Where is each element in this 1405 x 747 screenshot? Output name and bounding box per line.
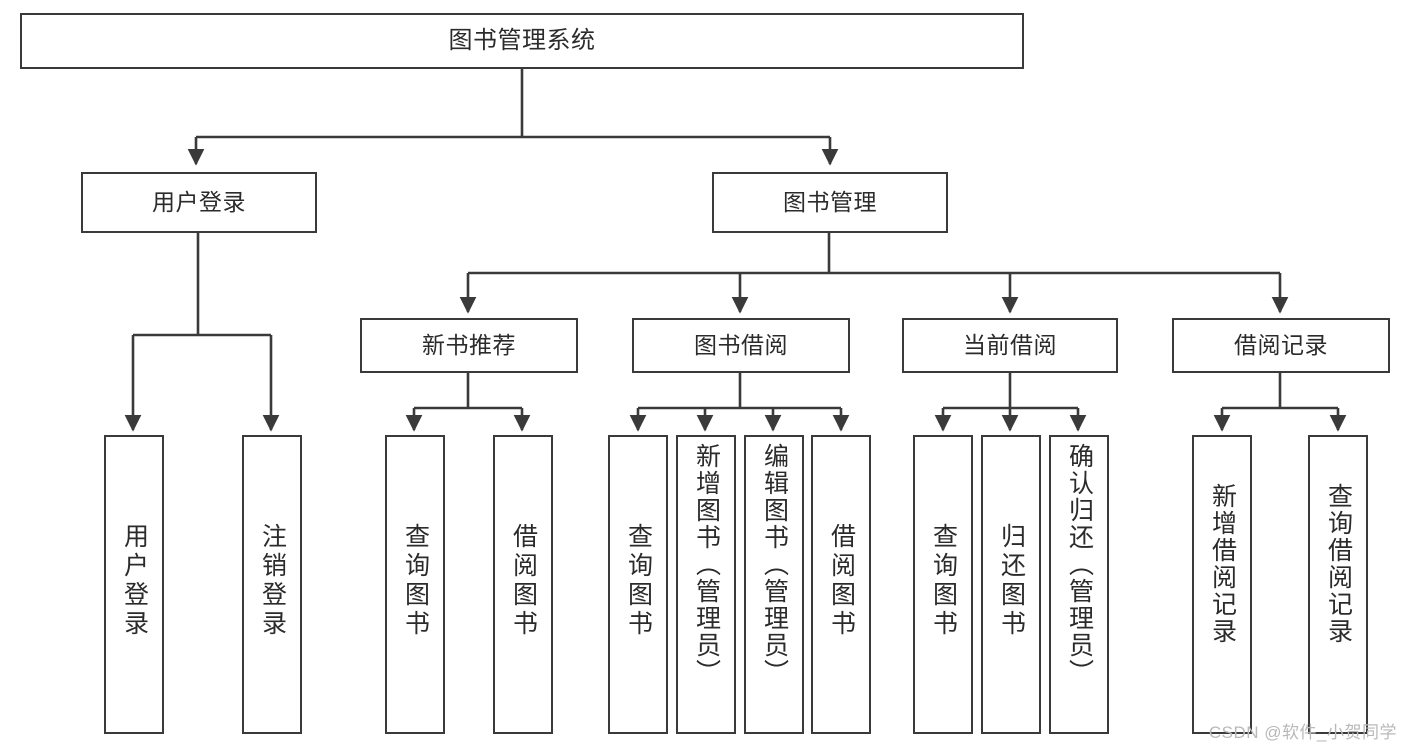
node-leaf-user-logout-label: 注销登录 bbox=[258, 523, 287, 639]
node-current-borrow-label: 当前借阅 bbox=[963, 331, 1057, 358]
node-leaf-query-book-3-label: 查询图书 bbox=[929, 523, 958, 639]
node-leaf-return-book[interactable]: 归还图书 bbox=[981, 435, 1041, 734]
node-leaf-borrow-book-1-label: 借阅图书 bbox=[509, 523, 538, 639]
node-current-borrow[interactable]: 当前借阅 bbox=[902, 318, 1118, 373]
node-leaf-add-book-label: 新增图书（管理员） bbox=[692, 443, 721, 686]
node-root[interactable]: 图书管理系统 bbox=[20, 13, 1024, 69]
node-leaf-borrow-book-2[interactable]: 借阅图书 bbox=[811, 435, 871, 734]
node-leaf-add-record-label: 新增借阅记录 bbox=[1208, 483, 1237, 645]
node-book-management[interactable]: 图书管理 bbox=[712, 172, 948, 233]
node-leaf-query-record[interactable]: 查询借阅记录 bbox=[1308, 435, 1368, 734]
node-new-book-recommend-label: 新书推荐 bbox=[422, 331, 516, 358]
node-leaf-edit-book-label: 编辑图书（管理员） bbox=[760, 443, 789, 686]
node-leaf-query-book-3[interactable]: 查询图书 bbox=[913, 435, 973, 734]
node-leaf-add-book[interactable]: 新增图书（管理员） bbox=[676, 435, 736, 734]
watermark-text: CSDN @软件_小贺同学 bbox=[1208, 723, 1397, 742]
node-book-management-label: 图书管理 bbox=[783, 188, 877, 215]
node-leaf-edit-book[interactable]: 编辑图书（管理员） bbox=[744, 435, 804, 734]
node-leaf-query-book-2[interactable]: 查询图书 bbox=[608, 435, 668, 734]
node-leaf-query-book-1[interactable]: 查询图书 bbox=[385, 435, 445, 734]
node-leaf-user-login[interactable]: 用户登录 bbox=[104, 435, 164, 734]
node-leaf-query-record-label: 查询借阅记录 bbox=[1324, 483, 1353, 645]
node-leaf-borrow-book-1[interactable]: 借阅图书 bbox=[493, 435, 553, 734]
node-new-book-recommend[interactable]: 新书推荐 bbox=[360, 318, 578, 373]
node-root-label: 图书管理系统 bbox=[448, 26, 596, 54]
node-leaf-query-book-1-label: 查询图书 bbox=[401, 523, 430, 639]
node-leaf-user-logout[interactable]: 注销登录 bbox=[242, 435, 302, 734]
node-user-login[interactable]: 用户登录 bbox=[81, 172, 317, 233]
node-leaf-return-book-label: 归还图书 bbox=[997, 523, 1026, 639]
node-leaf-borrow-book-2-label: 借阅图书 bbox=[827, 523, 856, 639]
node-leaf-query-book-2-label: 查询图书 bbox=[624, 523, 653, 639]
node-leaf-confirm-return[interactable]: 确认归还（管理员） bbox=[1049, 435, 1109, 734]
node-book-borrow[interactable]: 图书借阅 bbox=[632, 318, 850, 373]
node-borrow-record[interactable]: 借阅记录 bbox=[1172, 318, 1390, 373]
node-leaf-confirm-return-label: 确认归还（管理员） bbox=[1065, 443, 1094, 686]
node-leaf-user-login-label: 用户登录 bbox=[120, 523, 149, 639]
node-leaf-add-record[interactable]: 新增借阅记录 bbox=[1192, 435, 1252, 734]
node-borrow-record-label: 借阅记录 bbox=[1234, 331, 1328, 358]
node-book-borrow-label: 图书借阅 bbox=[694, 331, 788, 358]
node-user-login-label: 用户登录 bbox=[152, 188, 246, 215]
